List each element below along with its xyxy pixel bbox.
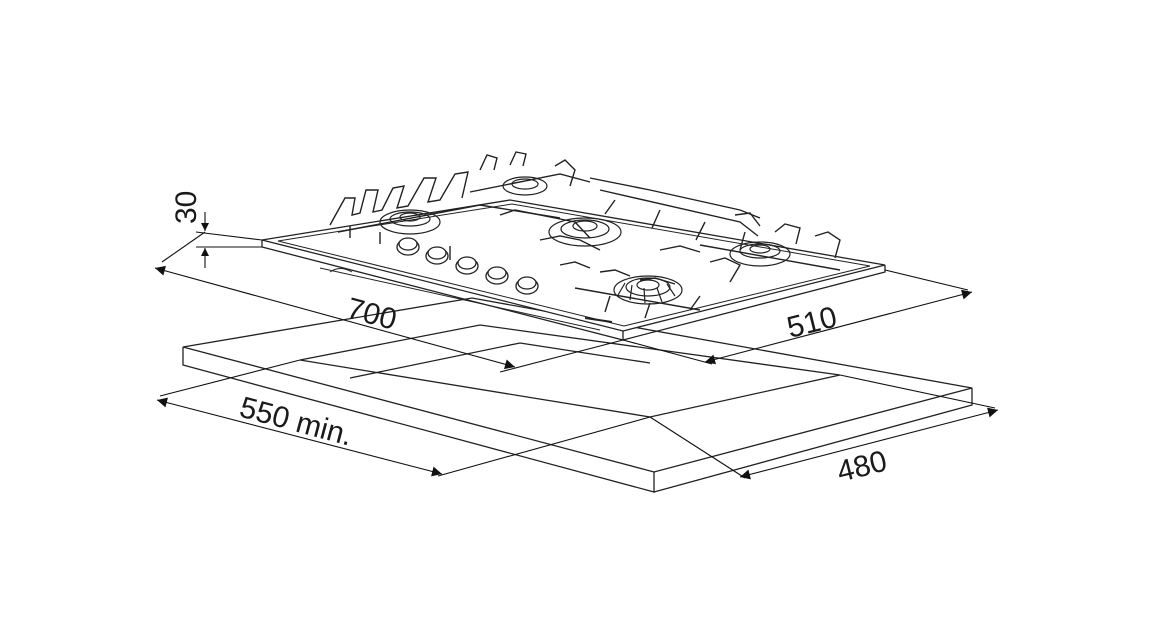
knob-2 [425, 246, 449, 265]
dim-cutout-width [156, 359, 651, 477]
knob-1 [396, 237, 420, 256]
burner-back [502, 176, 548, 196]
hob-logo-strip [584, 317, 613, 323]
dim-cutout-depth [649, 374, 999, 480]
dim-height-label: 30 [170, 191, 203, 224]
burner-left [379, 209, 441, 235]
knob-4 [485, 266, 509, 285]
burner-right [729, 241, 791, 267]
burner-front [613, 275, 683, 305]
dim-cutout-depth-label: 480 [834, 445, 891, 489]
dim-width [154, 231, 624, 373]
burner-center [548, 217, 622, 247]
knob-3 [455, 256, 479, 275]
knob-5 [515, 276, 539, 295]
burners [379, 176, 791, 305]
dim-cutout-width-label: 550 min. [236, 391, 356, 453]
dim-depth-label: 510 [784, 301, 841, 345]
dim-depth [622, 269, 973, 365]
dimension-lines [154, 212, 999, 480]
dim-height [195, 212, 263, 268]
